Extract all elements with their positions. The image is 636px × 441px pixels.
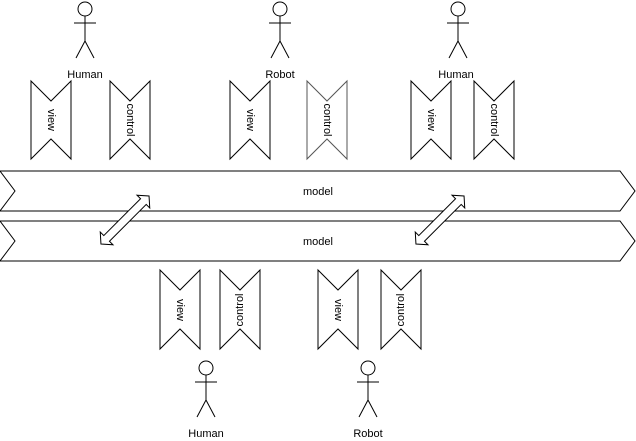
top-actor-robot: Robot bbox=[265, 1, 295, 81]
top-actor-human-2: Human bbox=[438, 1, 474, 81]
view-label: view bbox=[45, 109, 57, 131]
bottom-actor-robot: Robot bbox=[353, 360, 383, 440]
control-label: control bbox=[395, 293, 407, 326]
control-label: control bbox=[124, 103, 136, 136]
control-chevron: control bbox=[219, 268, 261, 351]
double-arrow-left bbox=[99, 194, 151, 246]
control-label: control bbox=[488, 103, 500, 136]
view-chevron: view bbox=[30, 79, 72, 161]
control-label: control bbox=[321, 103, 333, 136]
actor-label: Robot bbox=[265, 69, 294, 81]
view-label: view bbox=[425, 109, 437, 131]
view-chevron: view bbox=[159, 268, 201, 351]
control-chevron: control bbox=[306, 79, 348, 161]
view-chevron: view bbox=[410, 79, 452, 161]
view-chevron: view bbox=[317, 268, 359, 351]
actor-label: Robot bbox=[353, 428, 382, 440]
double-arrow-right bbox=[414, 194, 466, 246]
actor-label: Human bbox=[188, 428, 223, 440]
bottom-actor-human: Human bbox=[188, 360, 224, 440]
view-chevron: view bbox=[229, 79, 271, 161]
actor-label: Human bbox=[438, 69, 473, 81]
model-band-bottom-shape bbox=[0, 220, 636, 262]
double-arrow-left-shape bbox=[99, 194, 151, 246]
stick-figure-icon bbox=[74, 1, 96, 59]
view-label: view bbox=[332, 299, 344, 321]
actor-label: Human bbox=[67, 69, 102, 81]
stick-figure-icon bbox=[447, 1, 469, 59]
control-chevron: control bbox=[473, 79, 515, 161]
double-arrow-right-shape bbox=[414, 194, 466, 246]
control-chevron: control bbox=[109, 79, 151, 161]
stick-figure-icon bbox=[357, 360, 379, 418]
view-label: view bbox=[174, 299, 186, 321]
model-band-bottom-label: model bbox=[303, 236, 333, 248]
control-chevron: control bbox=[380, 268, 422, 351]
stick-figure-icon bbox=[195, 360, 217, 418]
top-actor-human-1: Human bbox=[67, 1, 103, 81]
control-label: control bbox=[234, 293, 246, 326]
model-band-top-label: model bbox=[303, 186, 333, 198]
stick-figure-icon bbox=[269, 1, 291, 59]
model-band-top: model bbox=[0, 170, 636, 212]
model-band-top-shape bbox=[0, 170, 636, 212]
view-label: view bbox=[244, 109, 256, 131]
model-band-bottom: model bbox=[0, 220, 636, 262]
